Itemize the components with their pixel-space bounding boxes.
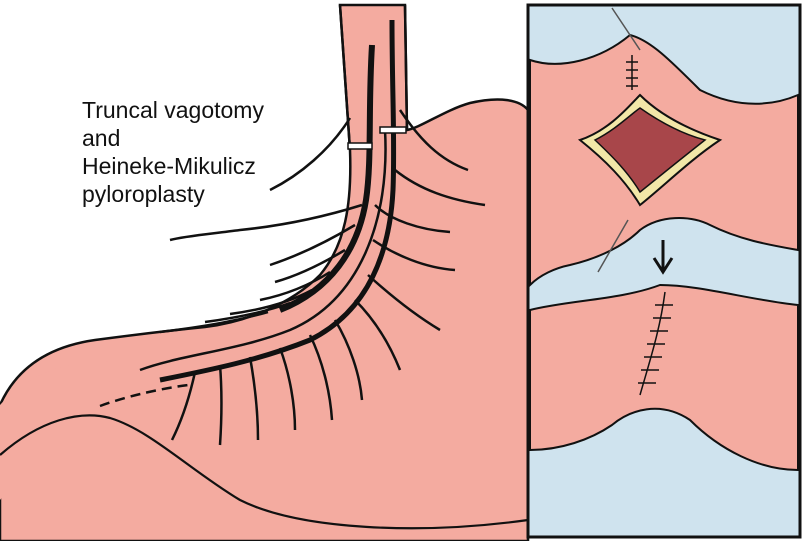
vagotomy-clip-1 [348,143,372,149]
vagotomy-clip-2 [380,127,406,133]
caption-line-4: pyloroplasty [82,180,264,208]
stomach-illustration [0,5,528,541]
pyloroplasty-detail-panel [528,5,800,537]
stomach-body [0,5,528,541]
caption-line-1: Truncal vagotomy [82,96,264,124]
caption-line-3: Heineke-Mikulicz [82,152,264,180]
caption-line-2: and [82,124,264,152]
procedure-caption: Truncal vagotomy and Heineke-Mikulicz py… [82,96,264,208]
